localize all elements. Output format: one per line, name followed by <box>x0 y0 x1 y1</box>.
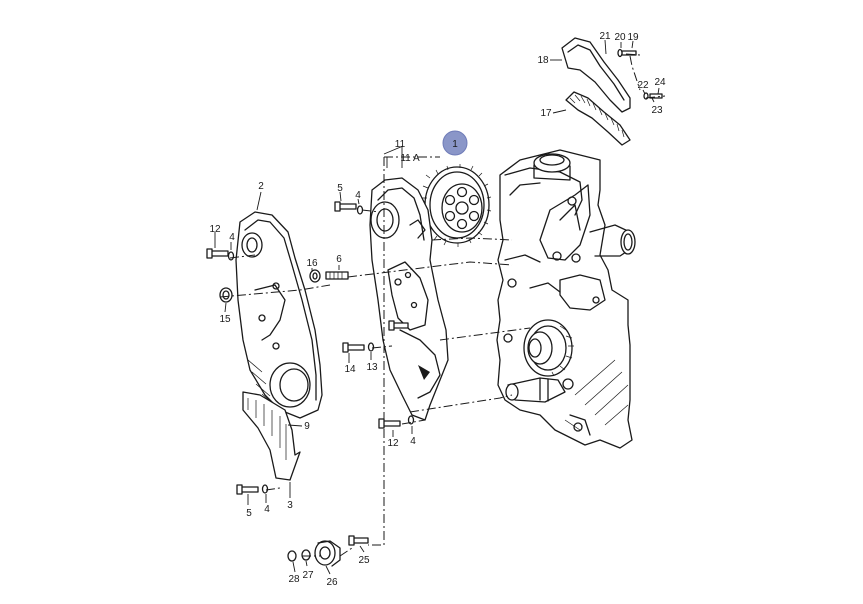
bolt-12-left <box>206 248 229 259</box>
v-belt-cover <box>561 37 631 113</box>
callout-27[interactable]: 27 <box>302 570 314 581</box>
washer-4-left <box>227 251 235 261</box>
alignment-lines <box>219 53 666 557</box>
bolt-14 <box>342 342 365 353</box>
tensioner-26 <box>314 540 341 567</box>
callout-4-bottom[interactable]: 4 <box>264 504 270 515</box>
nut-28 <box>287 550 297 562</box>
callout-9[interactable]: 9 <box>304 421 310 432</box>
washer-13 <box>367 342 375 352</box>
bolt-12-lower <box>378 418 401 429</box>
callout-12-lower[interactable]: 12 <box>387 438 399 449</box>
callout-11[interactable]: 11 <box>395 139 406 150</box>
callout-19[interactable]: 19 <box>627 32 639 43</box>
callout-16[interactable]: 16 <box>306 258 318 269</box>
washer-4-top <box>356 205 364 215</box>
toothed-belt <box>565 91 631 146</box>
callout-20[interactable]: 20 <box>614 32 626 43</box>
callout-15[interactable]: 15 <box>219 314 231 325</box>
callout-17[interactable]: 17 <box>540 108 552 119</box>
camshaft-sprocket <box>421 164 492 247</box>
engine-block <box>496 149 636 449</box>
callout-28[interactable]: 28 <box>288 574 300 585</box>
callout-23[interactable]: 23 <box>651 105 663 116</box>
callout-11a[interactable]: 11 A <box>400 153 420 164</box>
cap-15 <box>219 287 233 303</box>
callout-labels: 2 12 4 15 16 6 5 4 11 11 A 14 13 12 4 9 … <box>209 31 666 588</box>
inner-belt-cover <box>369 177 449 421</box>
callout-5-bottom[interactable]: 5 <box>246 508 252 519</box>
callout-6[interactable]: 6 <box>336 254 342 265</box>
callout-1[interactable]: 1 <box>452 139 458 150</box>
washer-4-bottom <box>261 484 269 494</box>
callout-21[interactable]: 21 <box>599 31 611 42</box>
highlight-marker[interactable] <box>442 130 468 156</box>
callout-14[interactable]: 14 <box>344 364 356 375</box>
nut-16 <box>309 269 321 283</box>
lower-belt-cover <box>242 391 301 481</box>
callout-4-left[interactable]: 4 <box>229 232 235 243</box>
bolt-5-bottom <box>236 484 259 495</box>
crankshaft-sprocket <box>523 319 574 377</box>
callout-4-lower[interactable]: 4 <box>410 436 416 447</box>
washer-27 <box>301 549 311 561</box>
callout-25[interactable]: 25 <box>358 555 370 566</box>
callout-24[interactable]: 24 <box>654 77 666 88</box>
callout-12-left[interactable]: 12 <box>209 224 221 235</box>
leader-lines <box>214 39 660 575</box>
callout-4-top[interactable]: 4 <box>355 190 361 201</box>
bolt-5-top <box>334 201 357 212</box>
bolt-25 <box>348 535 369 546</box>
washer-20 <box>617 48 623 58</box>
callout-18[interactable]: 18 <box>537 55 549 66</box>
callout-3[interactable]: 3 <box>287 500 293 511</box>
washer-4-lower <box>407 415 415 425</box>
stud-6 <box>325 271 349 280</box>
callout-2[interactable]: 2 <box>258 181 264 192</box>
bolt-24 <box>649 93 663 99</box>
callout-26[interactable]: 26 <box>326 577 338 588</box>
outer-belt-cover <box>235 211 323 419</box>
bolt-inner-cover <box>388 320 409 331</box>
callout-13[interactable]: 13 <box>366 362 378 373</box>
callout-22[interactable]: 22 <box>637 80 649 91</box>
highlight-callout-1[interactable]: 1 <box>442 130 468 156</box>
callout-5-top[interactable]: 5 <box>337 183 343 194</box>
